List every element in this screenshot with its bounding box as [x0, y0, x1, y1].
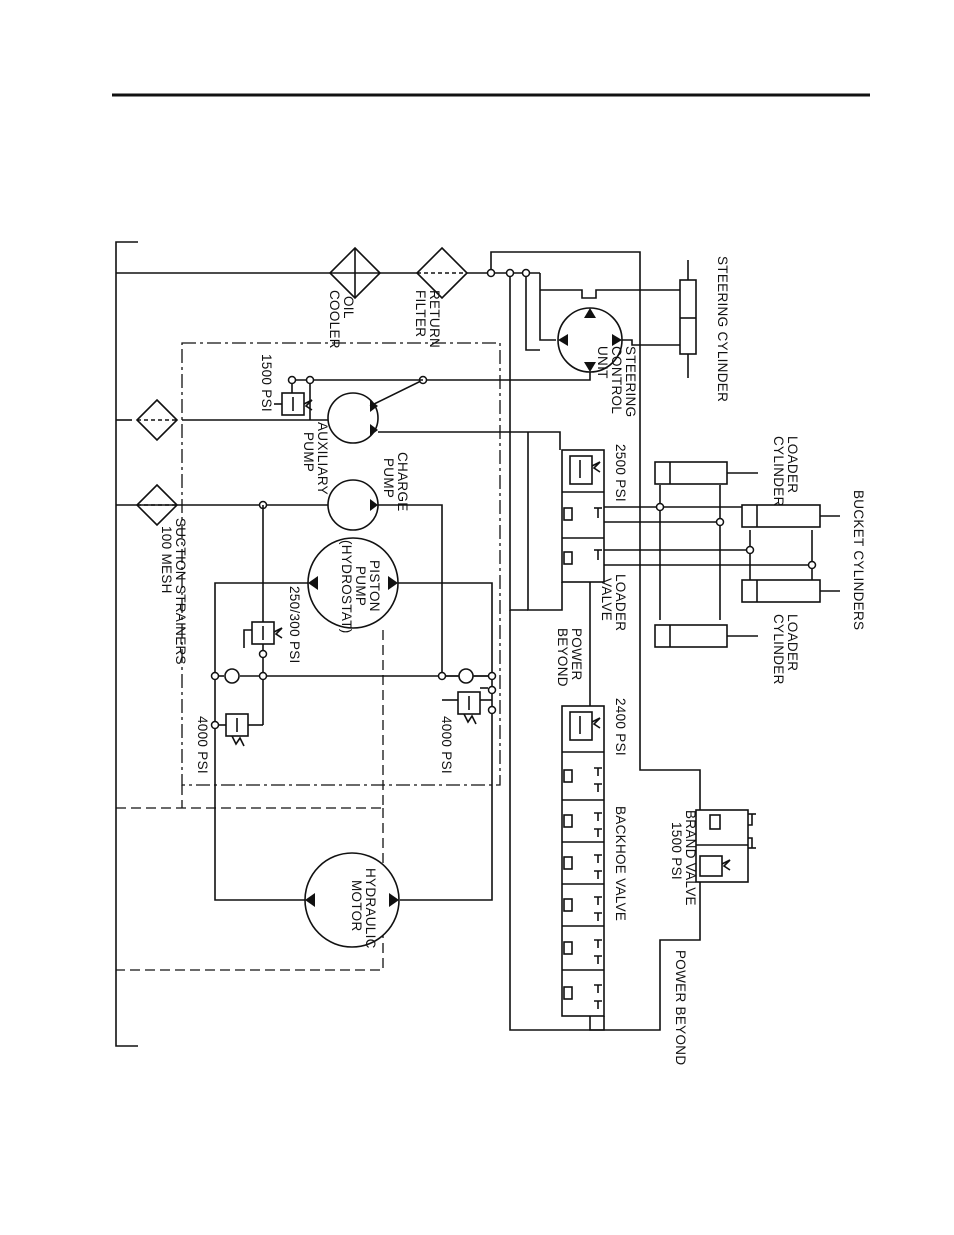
label-relief-2400: 2400 PSI — [613, 698, 628, 756]
label-steering-control-1: STEERING — [623, 346, 638, 417]
bucket-cylinder-top — [741, 504, 840, 528]
junction — [305, 375, 315, 385]
port-tee — [594, 896, 602, 905]
label-loader-valve-1: LOADER — [613, 574, 628, 631]
loader-cylinder-bottom — [654, 624, 758, 648]
port-tee — [594, 984, 602, 993]
spool-block — [563, 941, 573, 955]
backhoe-return — [509, 610, 605, 1031]
label-power-beyond-2: POWER BEYOND — [673, 950, 688, 1065]
label-steering-cylinder: STEERING CYLINDER — [715, 256, 730, 402]
port-tee — [594, 1000, 602, 1009]
spool-block — [563, 986, 573, 1000]
junction — [807, 560, 817, 570]
spool-block — [563, 814, 573, 828]
label-charge-pump-2: PUMP — [381, 458, 396, 498]
label-loader-valve-2: VALVE — [599, 578, 614, 621]
loader-return — [527, 432, 563, 611]
check-valve-crossline — [215, 668, 492, 684]
label-return-filter-2: FILTER — [413, 290, 428, 337]
spool-block — [563, 856, 573, 870]
port-tee — [594, 870, 602, 879]
relief-valve-4000-right — [442, 687, 492, 725]
piston-pump — [214, 537, 493, 901]
label-oil-cooler-1: OIL — [341, 296, 356, 319]
label-suction-strainers-1: SUCTION STRAINERS — [173, 518, 188, 665]
label-loader-cylinder-bottom-2: CYLINDER — [771, 614, 786, 685]
power-beyond-line-2 — [589, 880, 701, 1031]
label-relief-250-300: 250/300 PSI — [287, 586, 302, 664]
label-relief-4000-left: 4000 PSI — [195, 716, 210, 774]
port-tee — [594, 912, 602, 921]
port-tee — [594, 783, 602, 792]
junction — [745, 545, 755, 555]
port-tee — [594, 812, 602, 821]
junction — [210, 720, 220, 730]
pump-module-boundary — [181, 342, 501, 786]
return-filter — [415, 246, 469, 300]
label-relief-1500: 1500 PSI — [259, 354, 274, 412]
junction — [505, 268, 515, 278]
junction — [487, 671, 497, 681]
relief-valve-250-300 — [243, 621, 283, 725]
label-hydraulic-motor-2: MOTOR — [349, 880, 364, 932]
junction — [486, 268, 496, 278]
oil-cooler — [328, 246, 382, 300]
case-drain-lines — [116, 625, 384, 971]
junction — [287, 375, 297, 385]
spool-block — [563, 898, 573, 912]
label-auxiliary-pump-1: AUXILIARY — [315, 422, 330, 495]
label-piston-pump-1: PISTON — [367, 560, 382, 612]
label-steering-control-3: UNIT — [595, 346, 610, 379]
spool-block — [563, 769, 573, 783]
junction — [487, 705, 497, 715]
backhoe-ports — [563, 767, 602, 1009]
junction — [521, 268, 531, 278]
steering-control-unit — [423, 273, 680, 381]
label-steering-control-2: CONTROL — [609, 346, 624, 414]
port-tee — [594, 939, 602, 948]
label-piston-pump-3: (HYDROSTAT) — [339, 540, 354, 634]
suction-strainer-upper — [135, 398, 179, 442]
label-brand-valve-1: BRAND VALVE — [683, 810, 698, 906]
junction — [258, 671, 268, 681]
reservoir-bracket — [115, 241, 138, 1047]
port-tee — [594, 955, 602, 964]
label-power-beyond-1b: BEYOND — [555, 628, 570, 687]
junction — [437, 671, 447, 681]
junction — [715, 517, 725, 527]
loader-valve — [561, 449, 605, 583]
steering-cylinder — [679, 260, 697, 378]
label-loader-cylinder-bottom-1: LOADER — [785, 614, 800, 671]
label-charge-pump-1: CHARGE — [395, 452, 410, 512]
port-tee — [594, 828, 602, 837]
label-auxiliary-pump-2: PUMP — [301, 432, 316, 472]
bucket-cylinder-bottom — [741, 579, 840, 603]
label-suction-strainers-2: 100 MESH — [159, 526, 174, 594]
label-power-beyond-1a: POWER — [569, 628, 584, 681]
label-piston-pump-2: PUMP — [353, 566, 368, 606]
label-oil-cooler-2: COOLER — [327, 290, 342, 349]
auxiliary-pump — [116, 379, 561, 450]
label-brand-valve-2: 1500 PSI — [669, 822, 684, 880]
label-bucket-cylinders: BUCKET CYLINDERS — [851, 490, 866, 630]
label-loader-cylinder-top-2: CYLINDER — [771, 436, 786, 507]
junction — [487, 685, 497, 695]
junction — [655, 502, 665, 512]
loader-cylinder-top — [654, 461, 758, 485]
port-tee — [594, 854, 602, 863]
label-relief-4000-right: 4000 PSI — [439, 716, 454, 774]
label-backhoe-valve: BACKHOE VALVE — [613, 806, 628, 921]
label-loader-cylinder-top-1: LOADER — [785, 436, 800, 493]
junction — [210, 671, 220, 681]
port-tee — [594, 767, 602, 776]
label-return-filter-1: RETURN — [427, 290, 442, 348]
label-hydraulic-motor-1: HYDRAULIC — [363, 868, 378, 949]
relief-valve-4000-left — [215, 713, 263, 747]
hydraulic-motor — [304, 852, 400, 948]
junction — [258, 649, 268, 659]
label-relief-2500: 2500 PSI — [613, 444, 628, 502]
brand-valve — [695, 809, 756, 883]
